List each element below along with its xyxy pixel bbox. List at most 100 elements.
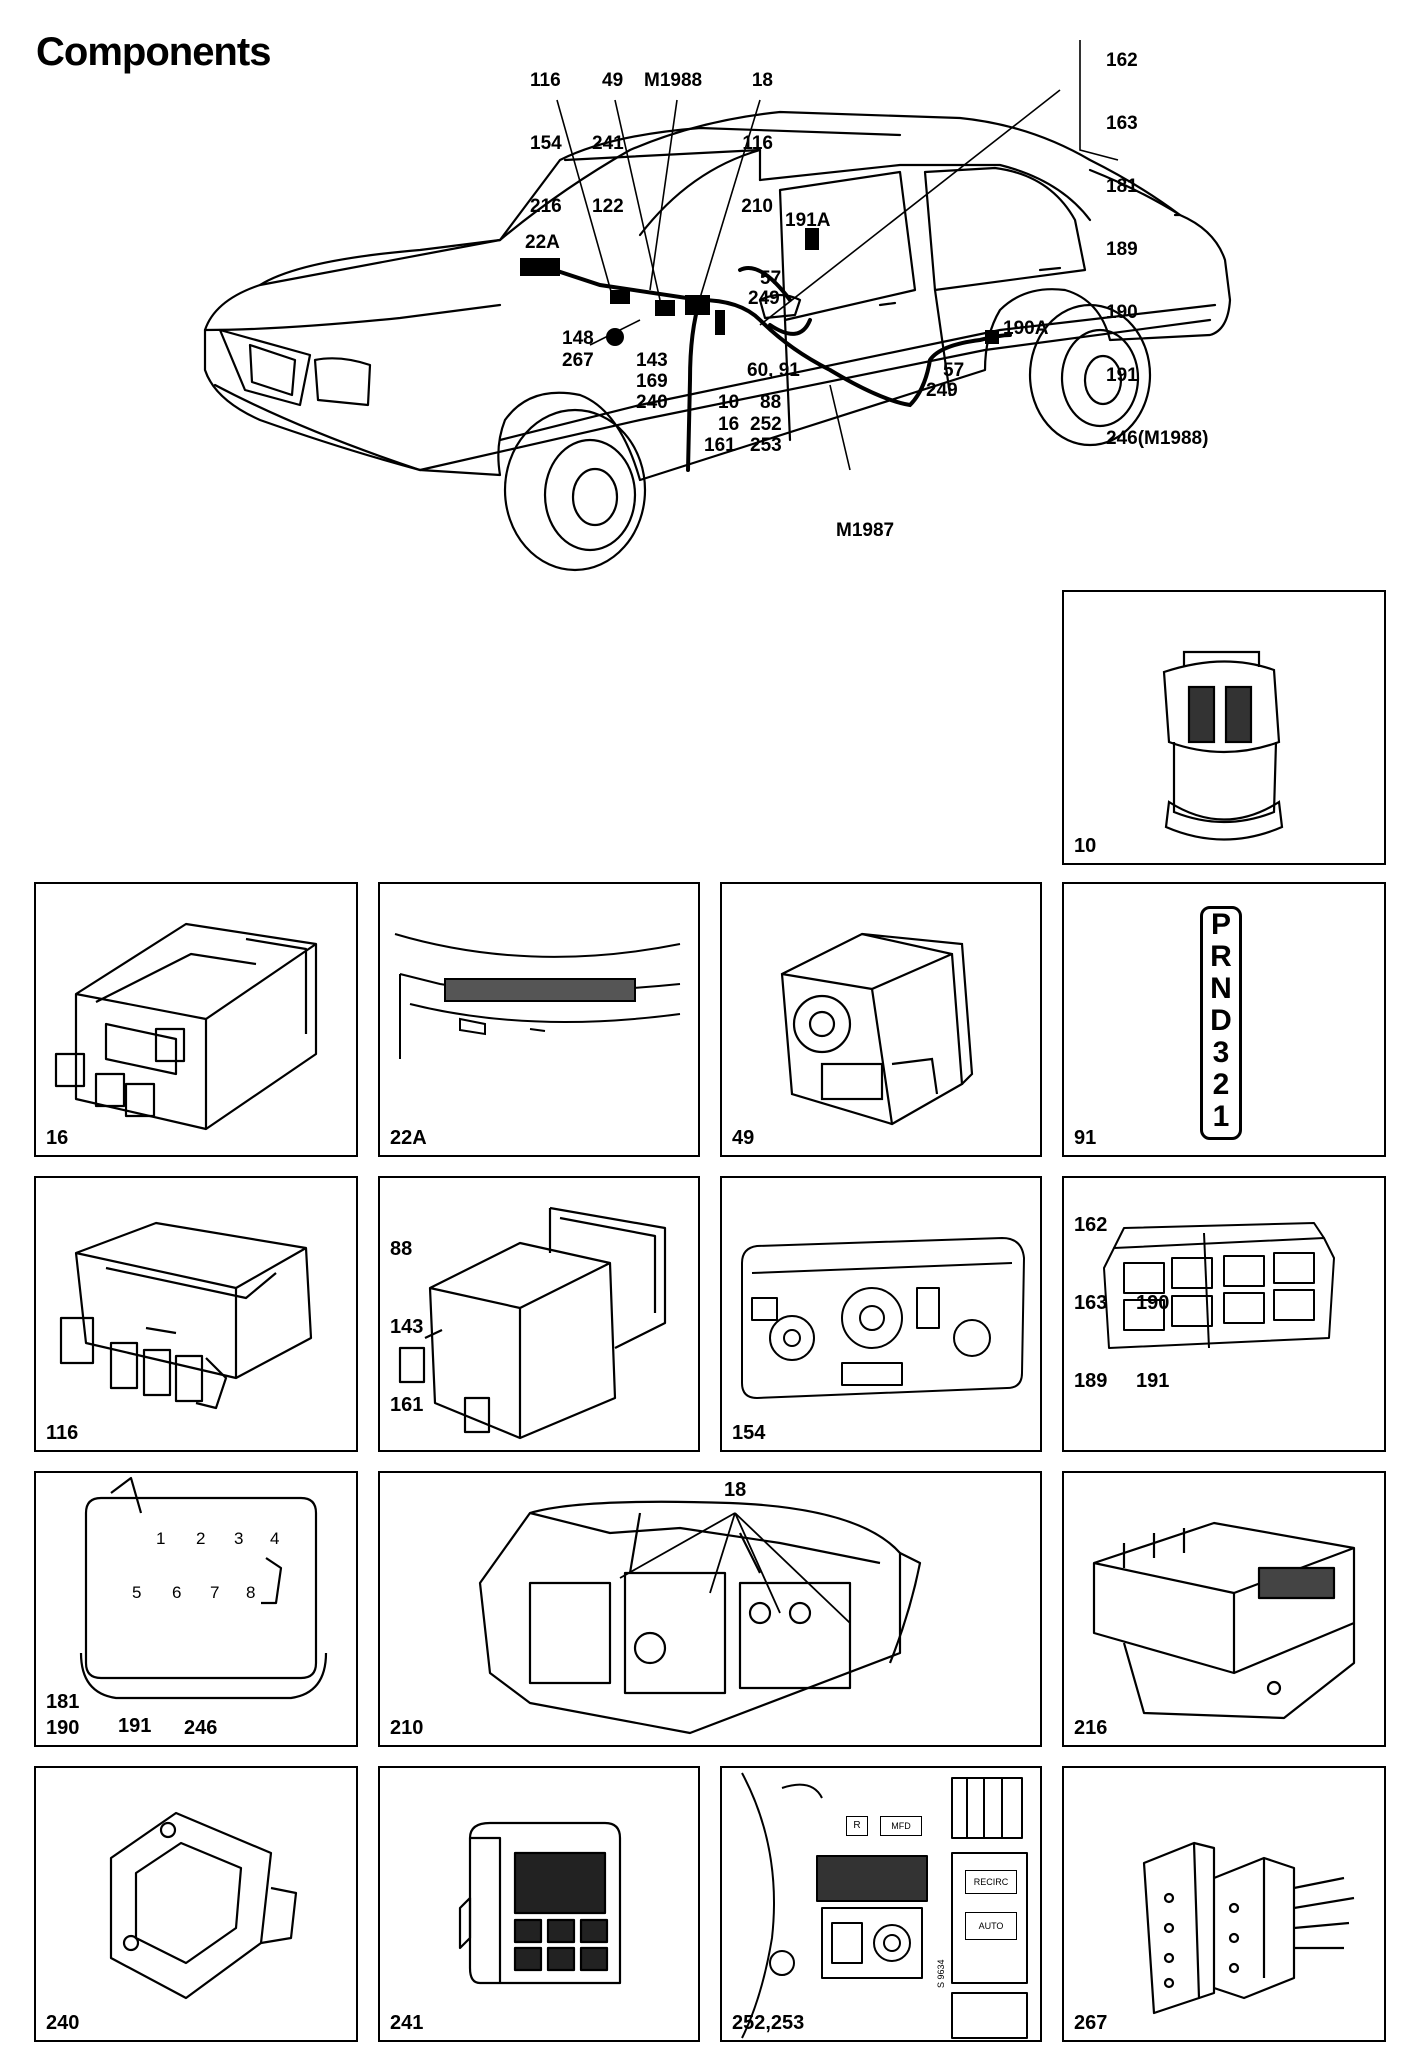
- component-154-illustration: [741, 1237, 1025, 1399]
- drawing-code: S 9634: [936, 1959, 946, 1988]
- panel-210-label: 210: [390, 1717, 424, 1739]
- component-216-illustration: [1092, 1521, 1356, 1720]
- pin-6: 6: [172, 1583, 182, 1602]
- car-overview-illustration: [203, 40, 1232, 572]
- callout-148: 148: [562, 328, 594, 349]
- panel-154-label: 154: [732, 1422, 766, 1444]
- label-88: 88: [390, 1238, 413, 1260]
- gear-letter: P: [1210, 908, 1231, 941]
- label-190: 190: [1136, 1292, 1170, 1314]
- component-240-illustration: [109, 1811, 298, 2000]
- panel-91: P R N D 3 2 1 91: [1062, 882, 1386, 1157]
- panel-16: 16: [34, 882, 358, 1157]
- pin-3: 3: [234, 1529, 244, 1548]
- callout-143: 143: [636, 350, 668, 371]
- button-auto: AUTO: [965, 1912, 1017, 1940]
- panel-162-labels-left: 162 163 189: [1074, 1160, 1107, 1446]
- gear-letter: N: [1210, 972, 1232, 1005]
- callout-246-m1988: 246(M1988): [1106, 428, 1209, 449]
- panel-154: 154: [720, 1176, 1042, 1452]
- label-189: 189: [1074, 1370, 1108, 1392]
- gear-letter: 2: [1212, 1068, 1230, 1101]
- callout-216: 216: [530, 196, 562, 217]
- callout-189: 189: [1106, 239, 1138, 260]
- component-181-illustration: [79, 1476, 328, 1700]
- panel-240: 240: [34, 1766, 358, 2042]
- callout-col2: 49 241 122: [592, 28, 624, 238]
- component-10-illustration: [1162, 650, 1284, 841]
- panel-16-label: 16: [46, 1127, 69, 1149]
- panel-10-label: 10: [1074, 835, 1097, 857]
- callout-190a: 190A: [1003, 318, 1049, 339]
- component-49-illustration: [780, 932, 974, 1126]
- label-191-row: 191: [118, 1715, 152, 1737]
- callout-253: 253: [750, 435, 782, 456]
- callout-60-91: 60, 91: [747, 360, 800, 381]
- callout-22a: 22A: [525, 232, 560, 253]
- gear-letter: D: [1210, 1004, 1232, 1037]
- button-r: R: [846, 1816, 868, 1836]
- gear-selector-strip: P R N D 3 2 1: [1200, 906, 1242, 1140]
- pin-1: 1: [156, 1529, 166, 1548]
- panel-91-label: 91: [1074, 1127, 1097, 1149]
- component-241-illustration: [458, 1821, 622, 1985]
- component-162-illustration: [1103, 1222, 1335, 1349]
- callout-249b: 249: [926, 380, 958, 401]
- panel-267: 267: [1062, 1766, 1386, 2042]
- callout-241: 241: [592, 133, 624, 154]
- panel-216-label: 216: [1074, 1717, 1108, 1739]
- label-246-row: 246: [184, 1717, 218, 1739]
- callout-116b: 116: [742, 133, 773, 154]
- panel-49-label: 49: [732, 1127, 755, 1149]
- gear-letter: 1: [1212, 1100, 1230, 1133]
- label-162: 162: [1074, 1214, 1108, 1236]
- panel-210: 18 210: [378, 1471, 1042, 1747]
- panel-49: 49: [720, 882, 1042, 1157]
- callout-57b: 57: [943, 360, 965, 381]
- callout-267: 267: [562, 350, 594, 371]
- callout-18: 18: [751, 70, 773, 91]
- pin-2: 2: [196, 1529, 206, 1548]
- panel-162-labels-right: 190 191: [1136, 1238, 1169, 1446]
- callout-col4: 18 116 210: [735, 28, 773, 238]
- callout-161: 161: [704, 435, 736, 456]
- component-267-illustration: [1142, 1841, 1355, 2015]
- callout-right-stack: 162 163 181 189 190 191 246(M1988): [1106, 8, 1208, 470]
- callout-16: 16: [718, 414, 740, 435]
- callout-116: 116: [530, 70, 561, 91]
- label-191: 191: [1136, 1370, 1170, 1392]
- callout-190: 190: [1106, 302, 1138, 323]
- pin-7: 7: [210, 1583, 220, 1602]
- component-210-illustration: [478, 1500, 922, 1735]
- callout-162: 162: [1106, 50, 1138, 71]
- callout-col1: 116 154 216: [530, 28, 562, 238]
- panel-252-253-label: 252,253: [732, 2012, 805, 2034]
- panel-116-label: 116: [46, 1422, 79, 1444]
- callout-210: 210: [741, 196, 773, 217]
- panel-22a-label: 22A: [390, 1127, 427, 1149]
- callout-163: 163: [1106, 113, 1138, 134]
- gear-letter: R: [1210, 940, 1232, 973]
- callout-154: 154: [530, 133, 562, 154]
- component-252-253-illustration: [741, 1772, 1028, 2039]
- callout-181: 181: [1106, 176, 1138, 197]
- pin-4: 4: [270, 1529, 280, 1548]
- callout-191a: 191A: [785, 210, 831, 231]
- car-body-outline: [203, 110, 1232, 482]
- panel-116: 116: [34, 1176, 358, 1452]
- label-181: 181: [46, 1691, 80, 1713]
- panel-22a: 22A: [378, 882, 700, 1157]
- component-22a-illustration: [394, 933, 681, 1059]
- label-143: 143: [390, 1316, 424, 1338]
- callout-m1988: M1988: [644, 70, 703, 91]
- panel-162-163-189-190-191: 162 163 189 190 191: [1062, 1176, 1386, 1452]
- callout-49: 49: [602, 70, 624, 91]
- panel-88-143-161-169: 88 143 161 169: [378, 1176, 700, 1494]
- callout-240: 240: [636, 392, 668, 413]
- panel-216: 216: [1062, 1471, 1386, 1747]
- component-88-relay-illustration: [398, 1206, 667, 1440]
- callout-88: 88: [760, 392, 782, 413]
- callout-191: 191: [1106, 365, 1138, 386]
- panel-240-label: 240: [46, 2012, 80, 2034]
- panel-267-label: 267: [1074, 2012, 1108, 2034]
